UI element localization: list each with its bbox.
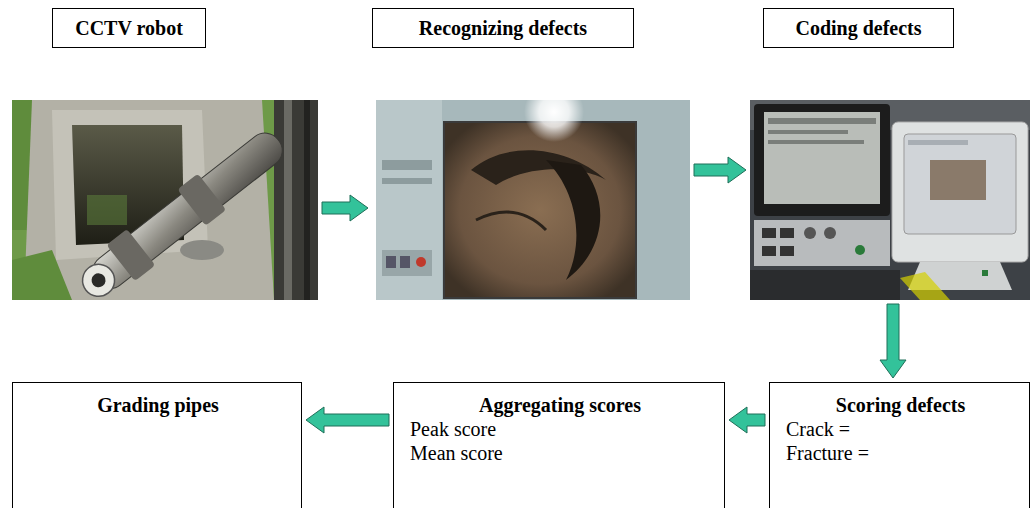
illustration-part [768, 118, 876, 124]
illustration-part [274, 100, 318, 300]
box-heading: Grading pipes [29, 393, 287, 417]
illustration-part [476, 212, 546, 230]
illustration-part [900, 272, 950, 300]
illustration-part [382, 160, 432, 170]
process-box: Grading pipes [12, 382, 302, 508]
illustration-part [750, 100, 1030, 300]
illustration-part [750, 270, 900, 300]
illustration-part [904, 134, 1016, 234]
illustration-part [892, 122, 1028, 262]
illustration-part [177, 174, 226, 226]
illustration-part [284, 100, 292, 300]
stage-label: Coding defects [795, 16, 921, 40]
illustration-part [12, 100, 318, 300]
label-box: Recognizing defects [372, 8, 634, 48]
flow-arrow [880, 304, 906, 378]
box-item: Crack = [786, 417, 1015, 441]
illustration-part [764, 112, 880, 204]
illustration-part [754, 220, 890, 266]
illustration-part [824, 227, 836, 239]
illustration-part [416, 257, 426, 267]
illustration-part [762, 228, 776, 238]
box-heading: Scoring defects [786, 393, 1015, 417]
process-box: Scoring defectsCrack =Fracture = [769, 382, 1030, 508]
illustration-part [12, 250, 72, 300]
illustration-part [768, 130, 848, 134]
process-box: Aggregating scoresPeak scoreMean score [393, 382, 725, 508]
box-heading: Aggregating scores [410, 393, 710, 417]
illustration-part [87, 127, 289, 295]
stage-column: Coding defects [750, 8, 1030, 300]
illustration-part [982, 270, 988, 276]
stage-label: CCTV robot [75, 16, 183, 40]
illustration-part [804, 227, 816, 239]
illustration-part [855, 245, 865, 255]
block-arrow [322, 195, 368, 221]
flow-arrow [322, 195, 368, 221]
stage-column: CCTV robot [12, 8, 318, 300]
illustration-part [762, 246, 776, 256]
illustration-part [376, 100, 442, 300]
box-item: Peak score [410, 417, 710, 441]
illustration-part [76, 258, 121, 300]
box-item: Fracture = [786, 441, 1015, 465]
screen-photo [376, 100, 690, 300]
illustration-part [386, 256, 396, 268]
illustration-part [444, 122, 636, 298]
block-arrow [306, 407, 389, 433]
illustration-part [780, 228, 794, 238]
illustration-part [382, 178, 432, 184]
illustration-part [72, 122, 293, 300]
illustration-part [546, 160, 600, 280]
block-arrow [694, 157, 746, 183]
illustration-part [180, 240, 224, 260]
block-arrow [729, 407, 765, 433]
flow-arrow [694, 157, 746, 183]
station-photo [750, 100, 1030, 300]
illustration-part [768, 140, 864, 144]
illustration-part [780, 246, 794, 256]
stage-label: Recognizing defects [419, 16, 587, 40]
label-box: Coding defects [763, 8, 954, 48]
illustration-part [754, 104, 890, 216]
stage-column: Recognizing defects [372, 8, 690, 300]
illustration-part [908, 140, 968, 145]
illustration-part [89, 271, 109, 291]
illustration-part [524, 100, 584, 142]
block-arrow [880, 304, 906, 378]
illustration-part [382, 250, 432, 276]
robot-photo [12, 100, 318, 300]
flow-arrow [729, 407, 765, 433]
label-box: CCTV robot [52, 8, 206, 48]
box-item: Mean score [410, 441, 710, 465]
illustration-part [400, 256, 410, 268]
illustration-part [87, 195, 127, 225]
illustration-part [304, 100, 310, 300]
flow-arrow [306, 407, 389, 433]
illustration-part [930, 160, 986, 200]
illustration-part [24, 100, 274, 300]
